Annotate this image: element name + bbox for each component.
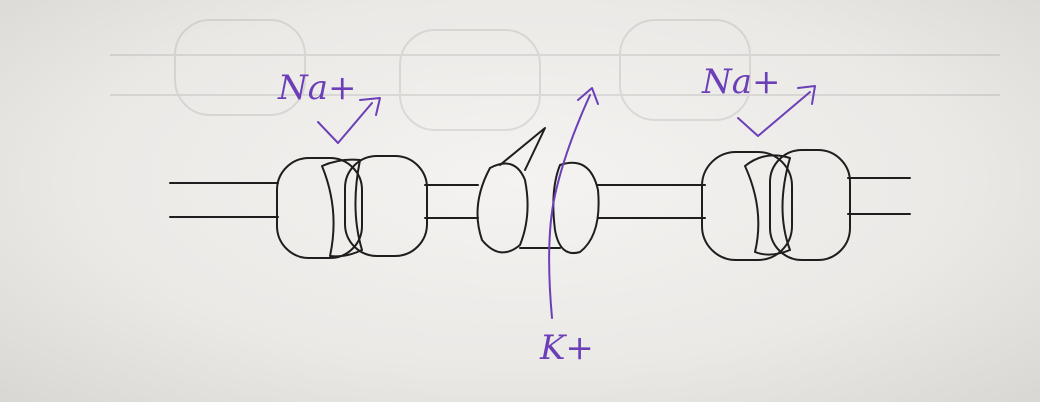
membrane xyxy=(169,177,911,219)
bleed-through-shapes xyxy=(110,19,1000,131)
potassium-channel xyxy=(476,127,600,254)
right-sodium-channel xyxy=(701,149,851,261)
right-sodium-arrow-icon xyxy=(737,85,816,137)
left-sodium-arrow-icon xyxy=(317,97,381,144)
potassium-arrow-icon xyxy=(548,87,599,319)
right-sodium-label: Na+ xyxy=(702,62,781,102)
left-sodium-channel xyxy=(276,155,428,259)
left-sodium-label: Na+ xyxy=(278,68,357,108)
potassium-label: K+ xyxy=(540,328,594,368)
